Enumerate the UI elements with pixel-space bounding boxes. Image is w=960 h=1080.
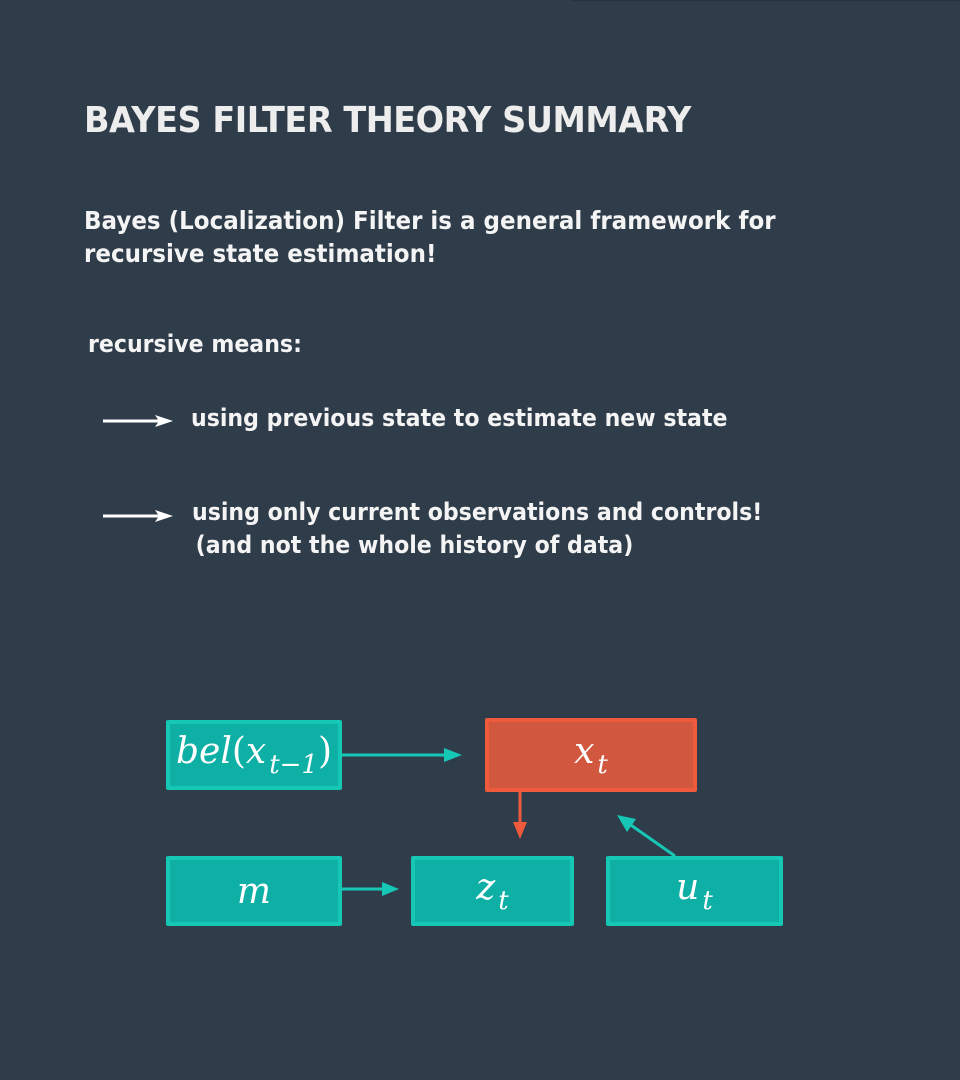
edge-belief-to-state [342, 748, 462, 762]
intro-text: Bayes (Localization) Filter is a general… [84, 206, 776, 268]
bullet-text: using only current observations and cont… [192, 496, 762, 562]
map-label: m [236, 870, 272, 912]
edge-state-to-measurement [513, 792, 527, 839]
bullet-text-line2: (and not the whole history of data) [195, 531, 634, 559]
bullet-text: using previous state to estimate new sta… [191, 404, 728, 432]
bullet-text-line1: using only current observations and cont… [192, 498, 763, 526]
map-node: m [166, 856, 342, 926]
edge-control-to-state [617, 815, 676, 858]
slide-title: BAYES FILTER THEORY SUMMARY [84, 100, 691, 141]
subhead-recursive-means: recursive means: [88, 330, 302, 358]
right-arrow-icon [103, 415, 173, 427]
edge-map-to-measurement [342, 882, 399, 896]
top-border-line [572, 0, 960, 1]
right-arrow-icon [103, 510, 173, 522]
